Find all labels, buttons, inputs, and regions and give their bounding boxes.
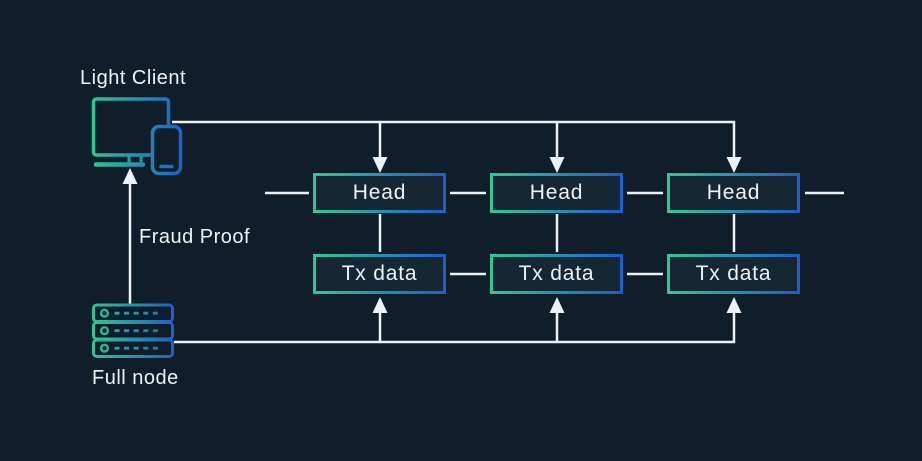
- txdata-block-2: Tx data: [490, 254, 623, 294]
- head-download-arrows: [172, 120, 742, 173]
- head-block-label: Head: [706, 181, 761, 204]
- fraud-proof-label: Fraud Proof: [139, 226, 251, 248]
- head-block-3: Head: [667, 173, 800, 213]
- txdata-block-label: Tx data: [341, 262, 418, 285]
- txdata-block-3: Tx data: [667, 254, 800, 294]
- full-node-icon: [92, 303, 174, 358]
- txdata-block-label: Tx data: [518, 262, 595, 285]
- head-block-1: Head: [313, 173, 446, 213]
- head-block-2: Head: [490, 173, 623, 213]
- fraud-proof-arrow: [122, 168, 138, 304]
- txdata-block-label: Tx data: [695, 262, 772, 285]
- light-client-label: Light Client: [80, 67, 187, 89]
- full-node-label: Full node: [92, 367, 179, 389]
- txdata-block-1: Tx data: [313, 254, 446, 294]
- head-block-label: Head: [352, 181, 407, 204]
- light-client-icon: [91, 97, 183, 176]
- txdata-upload-arrows: [174, 297, 742, 344]
- head-block-label: Head: [529, 181, 584, 204]
- head-txdata-links: [378, 214, 736, 252]
